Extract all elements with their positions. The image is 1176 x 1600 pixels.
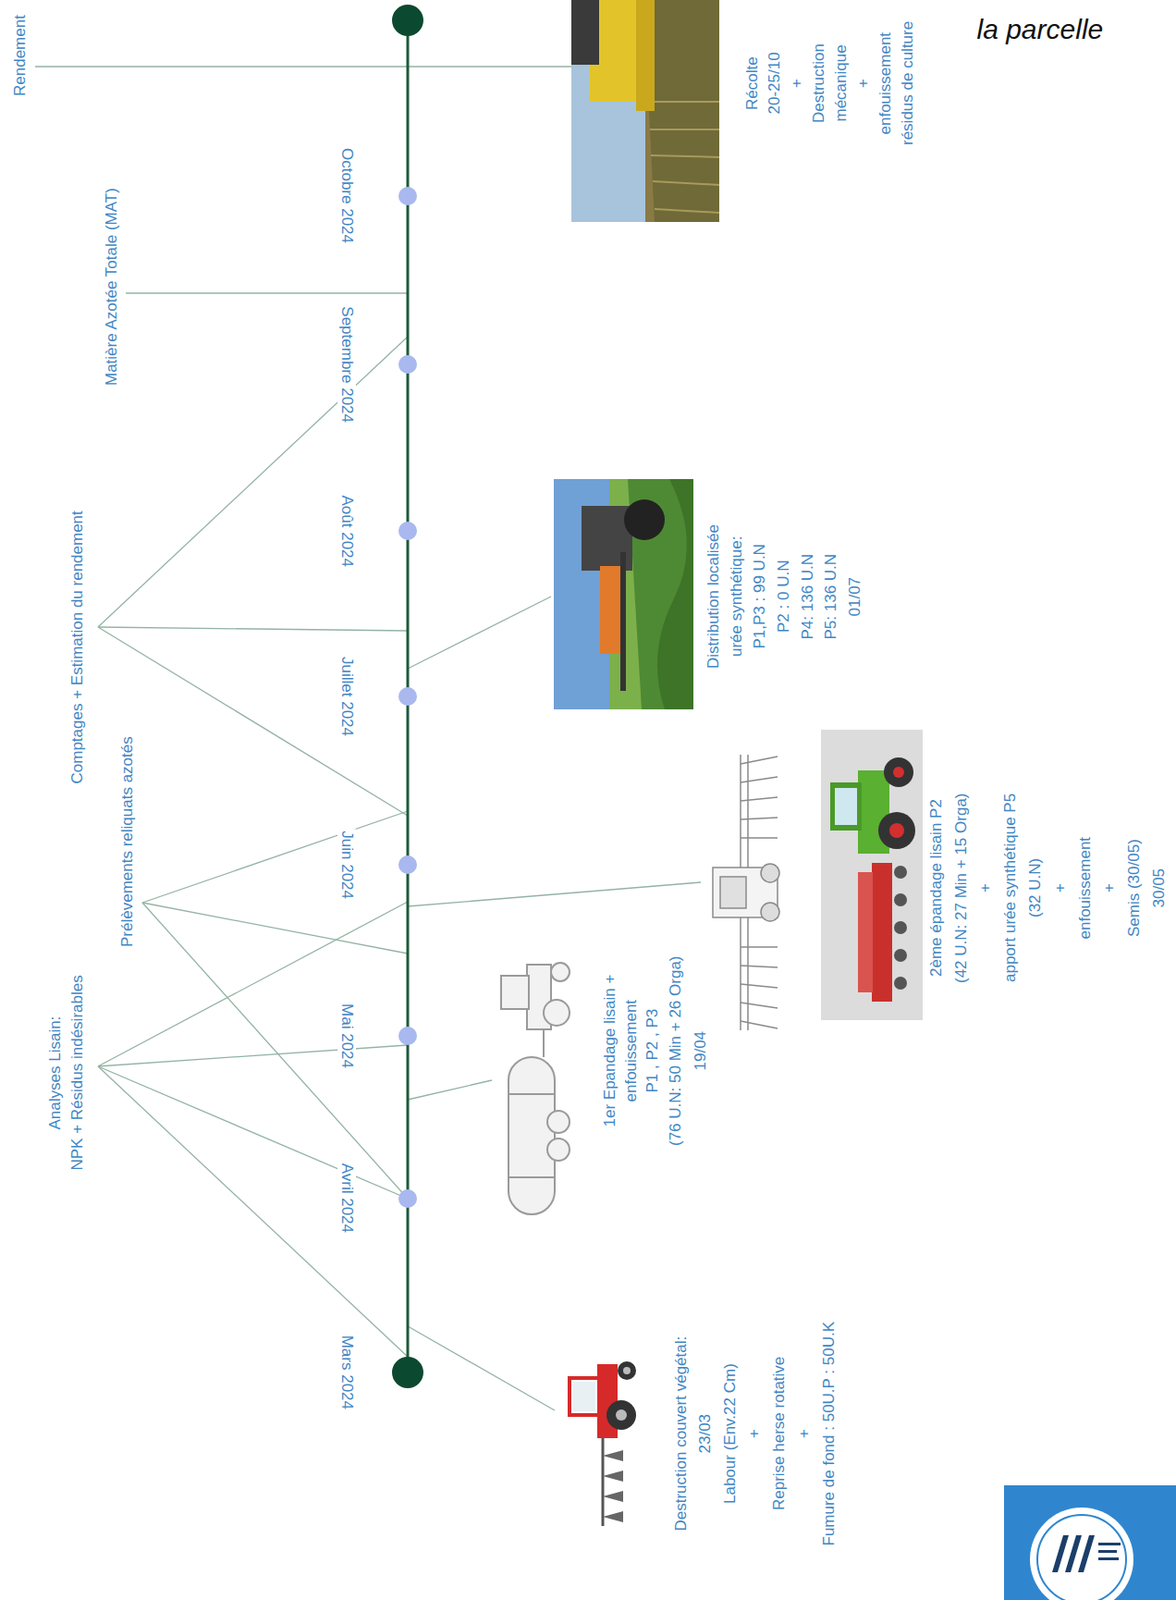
- step-text: 1er Epandage lisain +: [600, 972, 620, 1129]
- step-text: 23/03: [696, 1411, 715, 1456]
- page-title: la parcelle: [975, 12, 1106, 47]
- month-label: Juin 2024: [337, 828, 356, 901]
- step-text: (32 U.N): [1026, 856, 1045, 919]
- sprayer-icon: [712, 754, 780, 1030]
- step-text: 30/05: [1150, 866, 1169, 910]
- step-text: P4: 136 U.N: [798, 551, 818, 642]
- seeder-picture: [820, 729, 923, 1020]
- step-text: mécanique: [832, 42, 851, 123]
- step-text: (42 U.N: 27 Min + 15 Orga): [952, 790, 971, 985]
- month-label: Mars 2024: [337, 1333, 356, 1411]
- step-text: P1 , P2 , P3: [643, 1006, 662, 1095]
- step-text: 19/04: [691, 1029, 711, 1073]
- plough-tractor-icon: [569, 1360, 637, 1526]
- step-text: (76 U.N: 50 Min + 26 Orga): [666, 953, 686, 1148]
- annotation-title: NPK + Résidus indésirables: [68, 972, 87, 1172]
- step-text: 2ème épandage lisain P2: [927, 796, 946, 979]
- step-text: apport urée synthétique P5: [1001, 791, 1020, 984]
- distribution-photo: [553, 478, 694, 710]
- month-label: Avril 2024: [337, 1161, 356, 1235]
- step-text: +: [787, 76, 807, 90]
- step-text: Labour (Env.22 Cm): [721, 1360, 740, 1506]
- step-text: Distribution localisée: [704, 522, 723, 671]
- step-text: +: [854, 76, 873, 90]
- month-label: Octobre 2024: [337, 146, 356, 245]
- step-text: enfouissement: [876, 30, 895, 137]
- step-text: résidus de culture: [898, 19, 918, 147]
- annotation-title: Prélèvements reliquats azotés: [118, 734, 137, 949]
- step-text: enfouissement: [622, 997, 641, 1104]
- month-label: Septembre 2024: [337, 304, 356, 425]
- step-text: P1,P3 : 99 U.N: [750, 541, 770, 650]
- step-text: +: [976, 881, 995, 895]
- step-text: +: [1051, 881, 1070, 895]
- slurry-tanker-icon: [501, 962, 570, 1214]
- month-label: Mai 2024: [337, 1001, 356, 1070]
- leader-lines: [35, 66, 701, 1410]
- month-label: Juillet 2024: [337, 654, 356, 738]
- annotation-title: Matière Azotée Totale (MAT): [102, 185, 122, 388]
- step-text: urée synthétique:: [727, 534, 747, 659]
- logo: [1004, 1484, 1176, 1600]
- timeline: [392, 4, 424, 1388]
- step-text: +: [795, 1426, 814, 1440]
- step-text: 20-25/10: [765, 49, 784, 116]
- step-text: Destruction: [809, 41, 829, 125]
- month-label: Août 2024: [337, 492, 356, 569]
- harvest-photo: [571, 0, 720, 222]
- step-text: enfouissement: [1076, 834, 1095, 942]
- step-text: +: [745, 1426, 764, 1440]
- step-text: Fumure de fond : 50U.P : 50U.K: [820, 1319, 839, 1548]
- annotation-title: Analyses Lisain:: [46, 1014, 65, 1132]
- step-text: +: [1100, 881, 1119, 895]
- step-text: Récolte: [743, 54, 762, 112]
- step-text: Destruction couvert végétal:: [672, 1334, 691, 1533]
- step-text: Reprise herse rotative: [770, 1354, 789, 1512]
- annotation-title: Comptages + Estimation du rendement: [68, 508, 87, 785]
- step-text: Semis (30/05): [1125, 836, 1144, 939]
- step-text: 01/07: [845, 575, 865, 619]
- step-text: P5: 136 U.N: [821, 551, 841, 642]
- annotation-title: Rendement: [11, 12, 30, 98]
- step-text: P2 : 0 U.N: [774, 558, 794, 635]
